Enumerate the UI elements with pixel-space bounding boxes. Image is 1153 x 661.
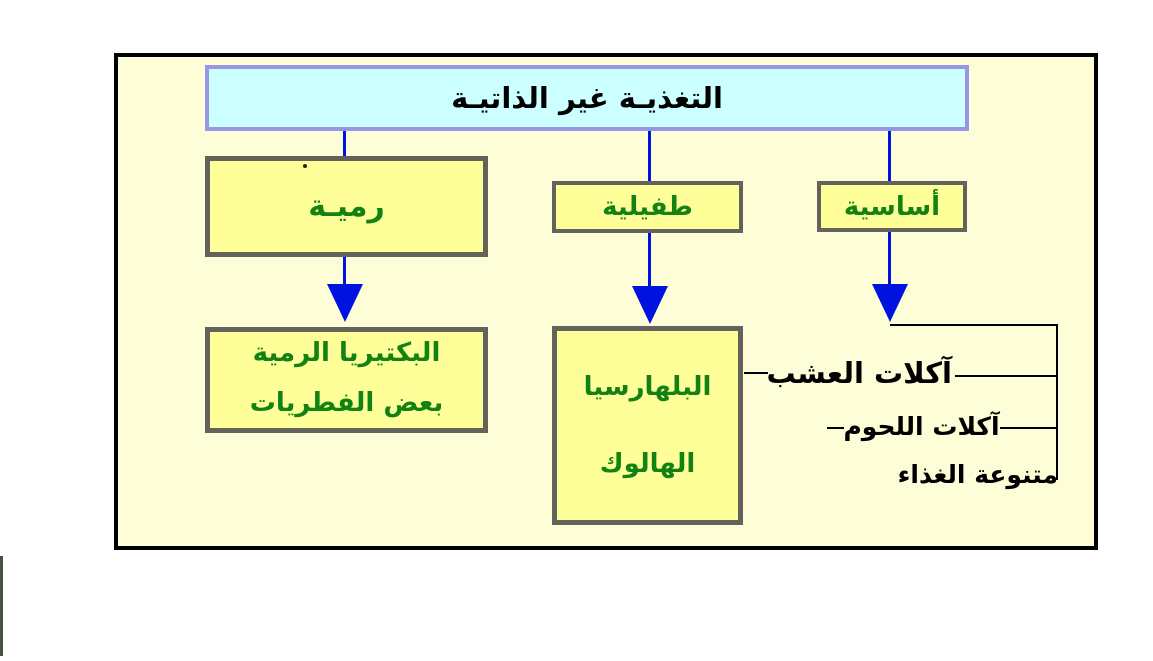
connector-parasitic-to-examples (648, 233, 651, 287)
connector-title-to-saprophytic (343, 131, 346, 157)
dash-left-of-carnivores (827, 427, 844, 429)
branch-label-parasitic: طفيلية (602, 192, 693, 222)
branch-box-parasitic: طفيلية (552, 181, 743, 233)
examples-box-saprophytic: البكتيريا الرمية بعض الفطريات (205, 327, 488, 433)
label-carnivores: آكلات اللحوم (843, 412, 1000, 441)
label-omnivores: متنوعة الغذاء (897, 460, 1058, 489)
bracket-top-line (890, 324, 1058, 326)
bracket-vertical-line (1056, 324, 1058, 480)
example-orobanche: الهالوك (599, 448, 696, 479)
branch-box-saprophytic: رميـة (205, 156, 488, 257)
branch-label-saprophytic: رميـة (308, 189, 385, 224)
diagram-title: التغذيـة غير الذاتيـة (451, 81, 723, 115)
example-bilharzia: البلهارسيا (583, 372, 712, 403)
title-box-heterotrophic-nutrition: التغذيـة غير الذاتيـة (205, 65, 969, 131)
bracket-tick-herbivores (955, 375, 1058, 377)
connector-holozoic-to-examples (888, 232, 891, 285)
branch-box-holozoic: أساسية (817, 181, 967, 232)
down-arrow-icon-holozoic (872, 284, 908, 322)
label-herbivores: آكلات العشب (766, 356, 952, 390)
example-saprophytic-bacteria: البكتيريا الرمية (252, 338, 441, 368)
down-arrow-icon-saprophytic (327, 284, 363, 322)
dash-left-of-herbivores (744, 372, 768, 374)
bracket-tick-carnivores (1000, 427, 1058, 429)
examples-box-parasitic: البلهارسيا الهالوك (552, 326, 743, 525)
connector-saprophytic-to-examples (343, 256, 346, 288)
stray-dot-artifact (303, 164, 307, 168)
connector-title-to-parasitic (648, 131, 651, 182)
example-some-fungi: بعض الفطريات (249, 388, 444, 418)
left-edge-bar-artifact (0, 556, 3, 656)
branch-label-holozoic: أساسية (843, 191, 941, 222)
connector-title-to-holozoic (888, 131, 891, 182)
down-arrow-icon-parasitic (632, 286, 668, 324)
